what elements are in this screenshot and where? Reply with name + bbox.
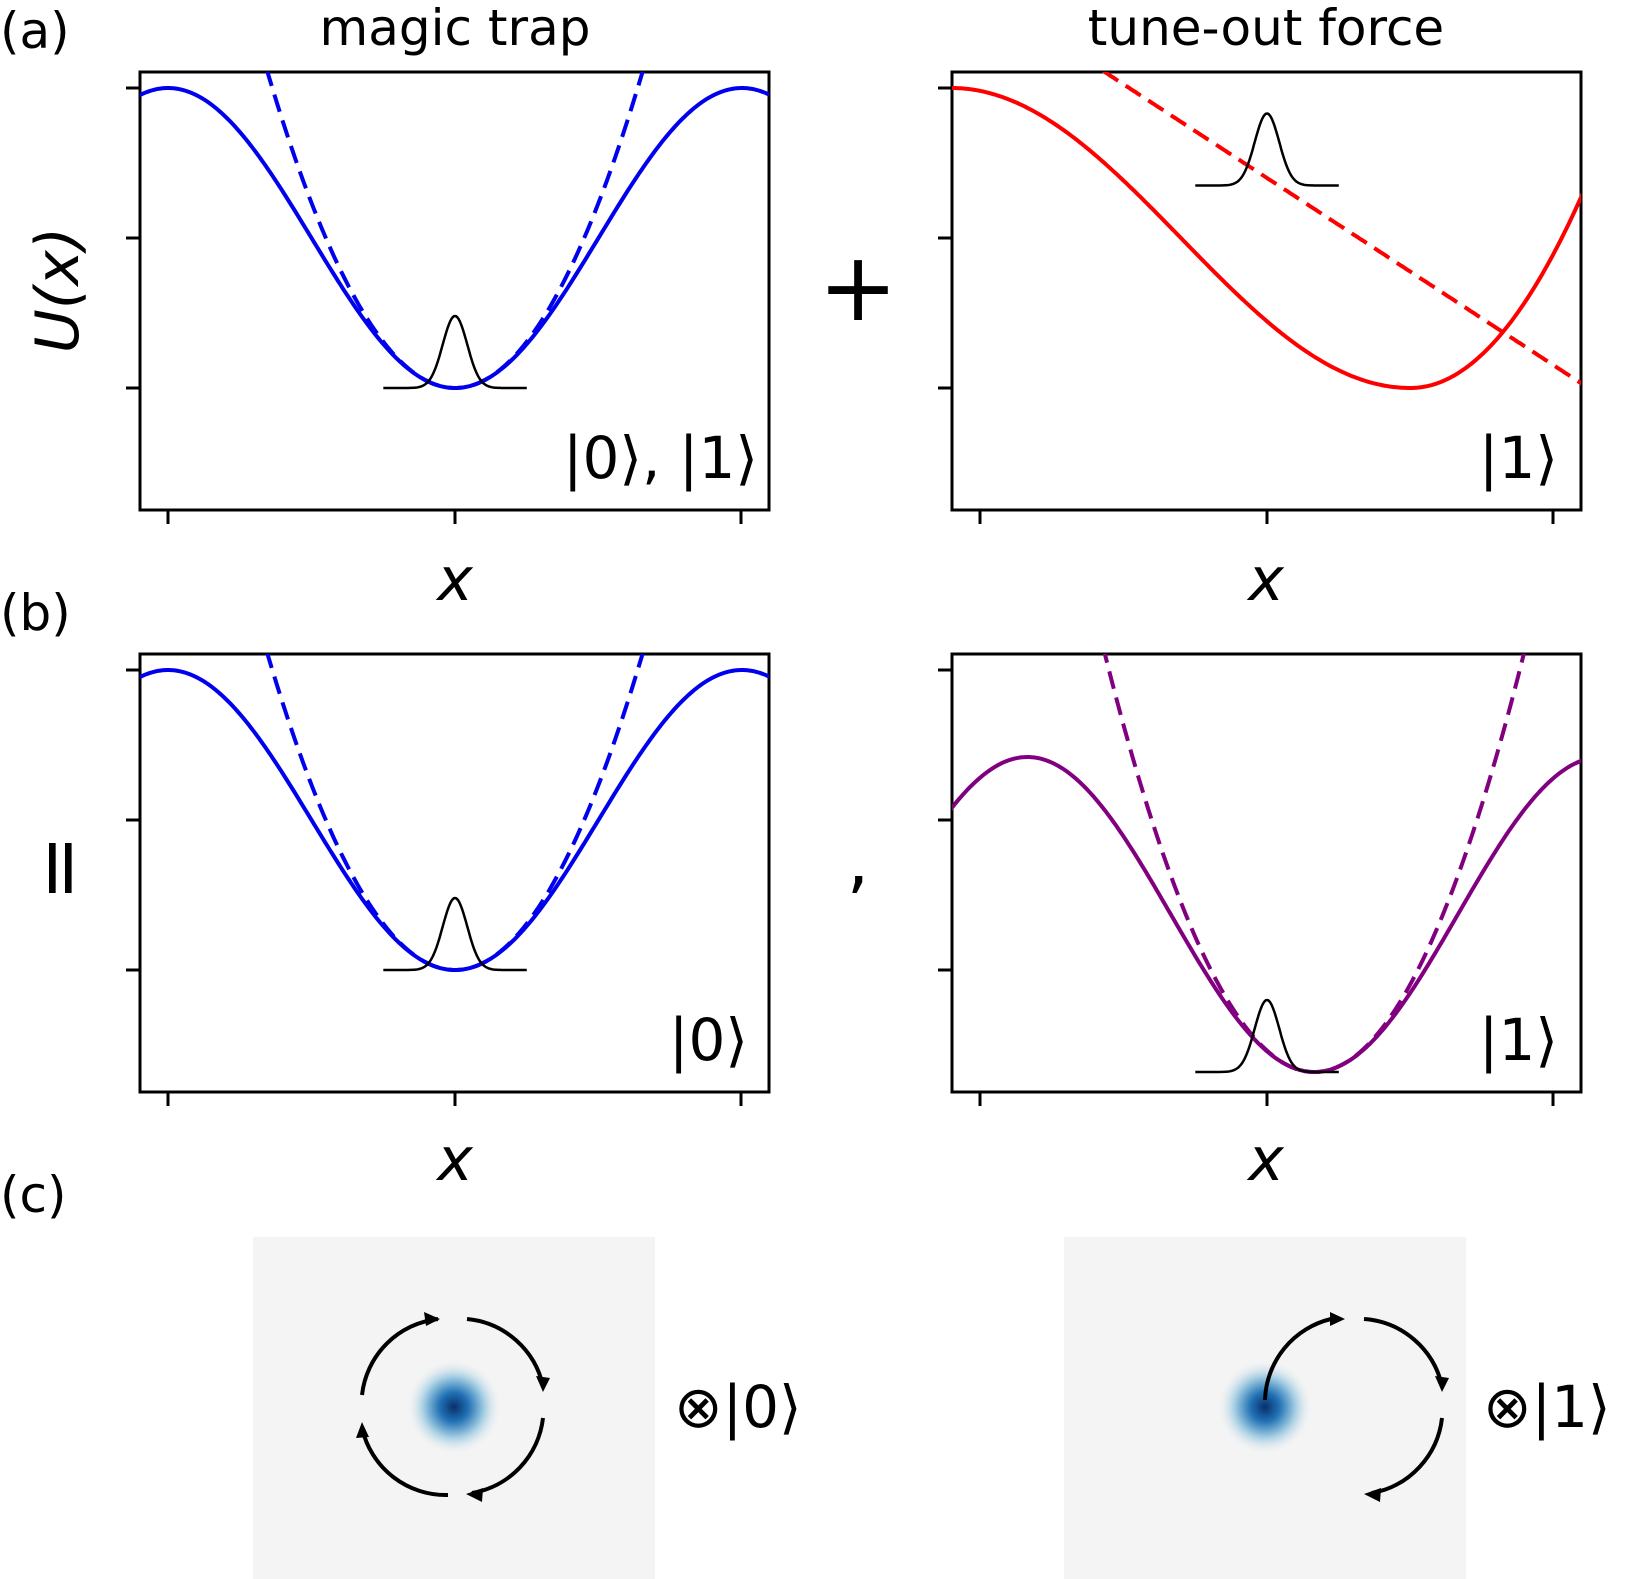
arrowhead-right-1	[1330, 1312, 1345, 1326]
magic-trap-potential-a	[140, 86, 769, 390]
density-image-right	[1064, 1237, 1466, 1579]
plus-operator: +	[818, 233, 898, 343]
tune-out-linear-force	[1101, 72, 1581, 386]
arrowhead-right-2	[1435, 1376, 1449, 1392]
plot-frame-b-left	[126, 652, 771, 1106]
column-title-magic-trap: magic trap	[320, 0, 591, 57]
arrowhead-left-2	[536, 1376, 550, 1392]
panel-label-c: (c)	[0, 1166, 67, 1224]
state-label-a-left: |0⟩, |1⟩	[563, 424, 758, 492]
circulation-arrows-right	[1263, 1312, 1449, 1502]
wavepacket-density-right	[1217, 1359, 1313, 1455]
arrowhead-left-3	[466, 1488, 483, 1502]
arrowhead-left-4	[356, 1422, 369, 1438]
wavepacket-density-left	[406, 1359, 502, 1455]
tune-out-potential	[952, 86, 1581, 390]
arrow-arc-top-right	[466, 1317, 545, 1387]
arrow-arc-top-left	[360, 1317, 439, 1396]
y-axis-label: U(x)	[23, 227, 93, 353]
x-axis-label-a-left: x	[435, 545, 473, 615]
circulation-arrows-left	[356, 1312, 550, 1502]
state-label-a-right: |1⟩	[1479, 424, 1558, 492]
plot-frame-a-left	[126, 70, 771, 524]
column-title-tune-out-force: tune-out force	[1088, 0, 1444, 57]
plot-frame-b-right	[938, 652, 1583, 1106]
tensor-label-left: ⊗|0⟩	[674, 1373, 802, 1441]
arrow-arc-right-3	[1371, 1417, 1444, 1495]
wavepacket-b-right	[1195, 998, 1339, 1074]
tensor-label-right: ⊗|1⟩	[1483, 1373, 1611, 1441]
plot-frame-a-right	[938, 70, 1583, 524]
wavepacket-b-left	[383, 896, 527, 972]
magic-trap-potential-b	[140, 668, 769, 972]
x-axis-label-b-right: x	[1246, 1125, 1284, 1195]
combined-harmonic	[1102, 654, 1526, 1074]
x-axis-label-a-right: x	[1246, 545, 1284, 615]
state-label-b-right: |1⟩	[1479, 1006, 1558, 1074]
panel-label-b: (b)	[0, 584, 71, 642]
magic-trap-harmonic-a	[265, 72, 645, 390]
equals-operator: =	[16, 834, 109, 901]
arrow-arc-right-1	[1263, 1317, 1332, 1401]
arrow-arc-bottom-left	[360, 1427, 449, 1498]
density-image-left	[253, 1237, 655, 1579]
arrow-arc-bottom-right	[471, 1417, 545, 1495]
wavepacket-a-right	[1195, 112, 1339, 187]
x-axis-label-b-left: x	[435, 1125, 473, 1195]
arrowhead-right-3	[1364, 1488, 1381, 1502]
arrow-arc-right-2	[1363, 1317, 1444, 1387]
state-label-b-left: |0⟩	[669, 1006, 748, 1074]
arrowhead-left-1	[424, 1312, 440, 1326]
comma-separator: ,	[847, 820, 869, 902]
magic-trap-harmonic-b	[265, 654, 645, 972]
wavepacket-a-left	[383, 314, 527, 390]
panel-label-a: (a)	[0, 2, 70, 60]
